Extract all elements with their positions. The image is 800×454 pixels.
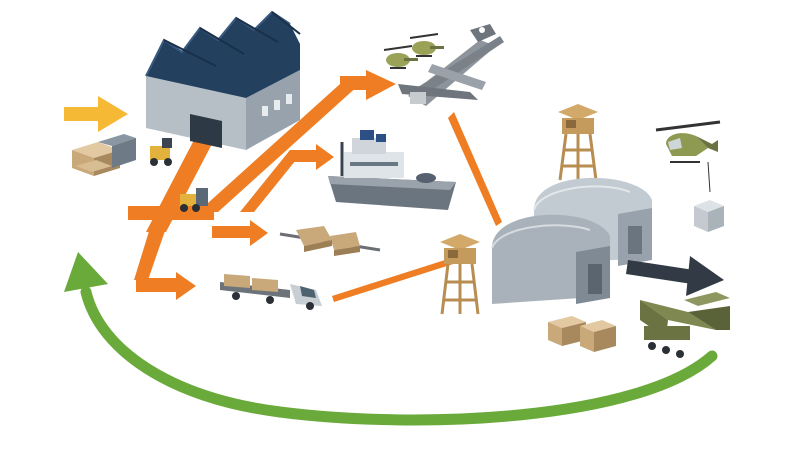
missile-launcher-icon (640, 292, 730, 358)
inbound-arrow-icon (64, 96, 128, 132)
watchtower-icon (440, 104, 598, 315)
hangar-icon (491, 177, 652, 304)
cargo-pallets-icon (72, 134, 136, 176)
outbound-arrow-icon (626, 256, 724, 296)
aircraft-icon (398, 24, 504, 106)
supply-crate-icon (548, 316, 616, 352)
distribution-flow (128, 70, 502, 302)
supply-crate-icon (694, 200, 724, 232)
helicopter-icon (383, 33, 721, 193)
truck-icon (220, 274, 322, 310)
ship-icon (328, 130, 456, 210)
return-loop-arrow-icon (64, 252, 718, 426)
forklift-icon (150, 138, 208, 212)
rail-car-icon (279, 226, 381, 256)
warehouse-icon (145, 10, 301, 150)
